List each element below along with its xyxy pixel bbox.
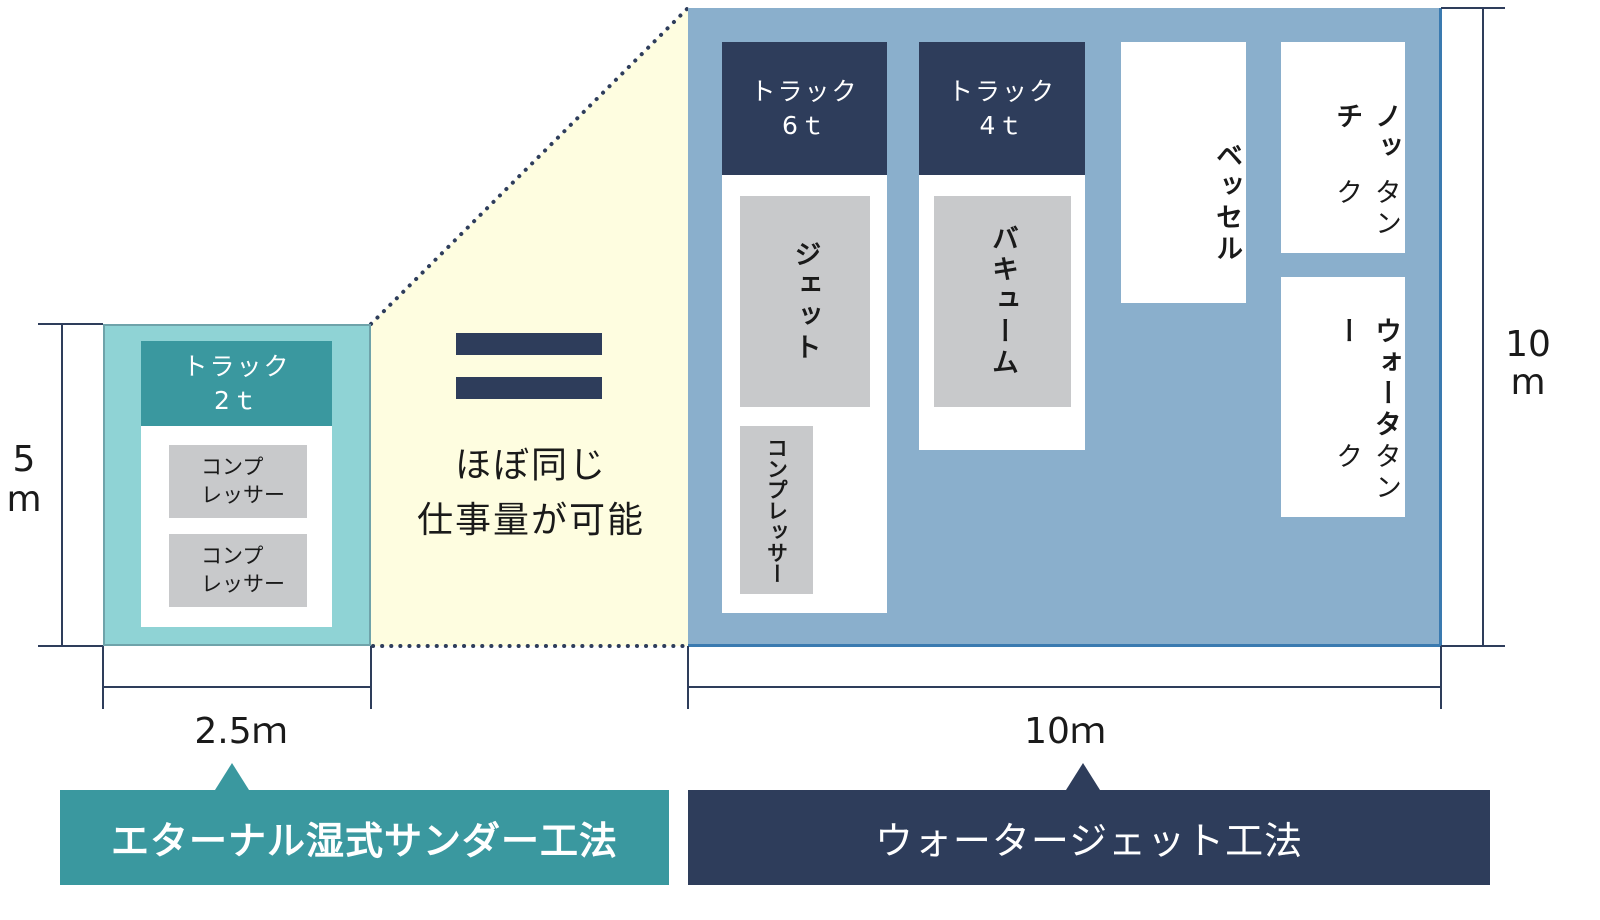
- dim-tick: [38, 323, 103, 325]
- notch-tank: ノッチ タンク: [1281, 42, 1405, 253]
- dim-tick: [1441, 645, 1505, 647]
- pointer-icon: [1066, 763, 1100, 790]
- vacuum-unit: バキューム: [934, 196, 1071, 407]
- compressor-1: コンプ レッサー: [169, 445, 307, 518]
- waterjet-method-label: ウォータージェット工法: [688, 790, 1490, 885]
- compressor-unit: コンプレッサー: [740, 426, 813, 594]
- dim-tick: [370, 646, 372, 709]
- jet-unit: ジェット: [740, 196, 870, 407]
- equals-bar-bottom: [456, 377, 602, 399]
- label-value: 10: [1505, 324, 1551, 365]
- width-dimension-line: [103, 686, 371, 688]
- truck-label: トラック: [182, 351, 291, 381]
- equipment-label: レッサー: [201, 572, 285, 596]
- label-value: 5: [12, 439, 36, 480]
- equipment-label: コンプ: [201, 455, 264, 479]
- comparison-line-2: 仕事量が可能: [416, 500, 645, 541]
- water-tank: ウォーター タンク: [1281, 277, 1405, 517]
- equals-bar-top: [456, 333, 602, 355]
- dotted-line-top: [369, 6, 690, 326]
- height-dimension-line: [61, 324, 63, 646]
- truck-2t-header: トラック 2ｔ: [141, 341, 332, 426]
- right-height-label: 10 m: [1500, 326, 1556, 402]
- comparison-text: ほぼ同じ 仕事量が可能: [390, 438, 672, 548]
- compressor-2: コンプ レッサー: [169, 534, 307, 607]
- equipment-label: コンプ: [201, 544, 264, 568]
- comparison-area: [371, 8, 688, 646]
- truck-weight: 4ｔ: [979, 110, 1025, 140]
- label-unit: m: [1510, 362, 1546, 403]
- dim-tick: [1441, 7, 1505, 9]
- tank-label: タンク: [1331, 177, 1401, 240]
- left-width-label: 2.5ｍ: [194, 711, 288, 752]
- comparison-line-1: ほぼ同じ: [454, 445, 607, 486]
- tank-name: ウォーター: [1331, 317, 1401, 441]
- truck-weight: 2ｔ: [214, 385, 259, 415]
- tank-label: タンク: [1331, 442, 1401, 504]
- dim-tick: [38, 645, 103, 647]
- truck-label: トラック: [750, 76, 859, 106]
- truck-weight: 6ｔ: [782, 110, 827, 140]
- eternal-method-label: エターナル湿式サンダー工法: [60, 790, 669, 885]
- width-dimension-line: [688, 686, 1441, 688]
- right-width-label: 10ｍ: [1024, 711, 1106, 752]
- height-dimension-line: [1482, 8, 1484, 646]
- dim-tick: [1440, 646, 1442, 709]
- label-unit: m: [6, 479, 42, 520]
- truck-6t-header: トラック 6ｔ: [722, 42, 887, 175]
- truck-label: トラック: [947, 76, 1056, 106]
- left-height-label: 5 m: [4, 440, 44, 520]
- dim-tick: [687, 646, 689, 709]
- vessel: ベッセル: [1121, 42, 1246, 303]
- tank-name: ノッチ: [1331, 102, 1401, 164]
- dim-tick: [102, 646, 104, 709]
- truck-4t-header: トラック 4ｔ: [919, 42, 1085, 175]
- equipment-label: レッサー: [201, 483, 285, 507]
- pointer-icon: [215, 763, 249, 790]
